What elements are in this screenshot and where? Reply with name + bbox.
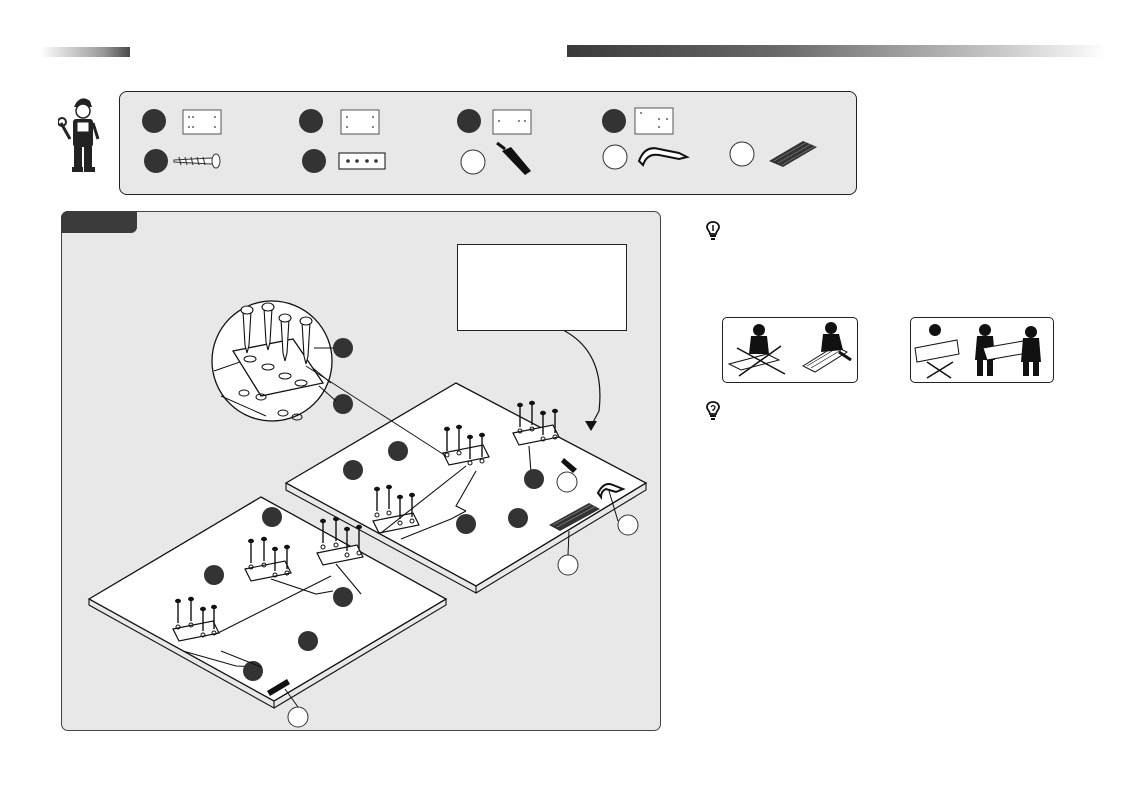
adhesive-pad-icon — [769, 141, 817, 167]
hex-key-icon — [561, 458, 577, 473]
part-marker-4 — [602, 109, 626, 133]
panel-drawing-icon — [340, 109, 380, 135]
step-tab — [61, 211, 137, 233]
worker-mascot-icon — [58, 98, 100, 172]
two-workers-carry-icon — [914, 324, 1041, 379]
adhesive-pad-icon — [549, 503, 600, 531]
two-workers-floor-icon — [727, 322, 852, 377]
plate-group-upper-right — [512, 400, 560, 446]
panel-drawing-icon — [182, 109, 222, 135]
part-marker-3 — [457, 109, 481, 133]
panel-drawing-icon — [634, 107, 674, 135]
header-bar-left — [40, 47, 130, 57]
panel-drawing-icon — [492, 109, 532, 135]
note-box — [457, 244, 627, 331]
header-bar-right — [567, 45, 1107, 57]
lightbulb-icon — [706, 221, 720, 240]
part-callouts — [204, 338, 544, 681]
tool-callouts — [287, 471, 639, 728]
part-marker-5 — [144, 149, 168, 173]
lightbulb-question-icon — [706, 401, 720, 420]
part-marker-9 — [729, 141, 755, 167]
part-marker-1 — [142, 109, 166, 133]
screw-icon — [173, 153, 221, 169]
strap-icon — [596, 483, 626, 500]
note-arrow — [560, 328, 601, 427]
part-marker-7 — [460, 149, 486, 175]
callout-leaders — [220, 490, 619, 708]
tip-card-floor — [722, 317, 858, 383]
connector-plate-icon — [338, 152, 386, 170]
board-upper — [284, 382, 648, 594]
tip-card-carry — [910, 317, 1054, 383]
parts-list — [119, 91, 857, 195]
board-lower — [87, 496, 448, 709]
strap-icon — [637, 147, 690, 167]
connector-lines — [182, 445, 532, 668]
screw-icon — [240, 302, 313, 365]
hex-key-icon — [267, 679, 290, 696]
parts-list-drawing — [142, 107, 817, 175]
assembly-diagram — [87, 300, 648, 728]
part-marker-6 — [302, 149, 326, 173]
zoom-leader — [305, 365, 447, 457]
hex-key-icon — [496, 141, 531, 175]
part-marker-2 — [299, 109, 323, 133]
part-marker-8 — [602, 144, 628, 170]
zoom-detail — [211, 300, 337, 422]
